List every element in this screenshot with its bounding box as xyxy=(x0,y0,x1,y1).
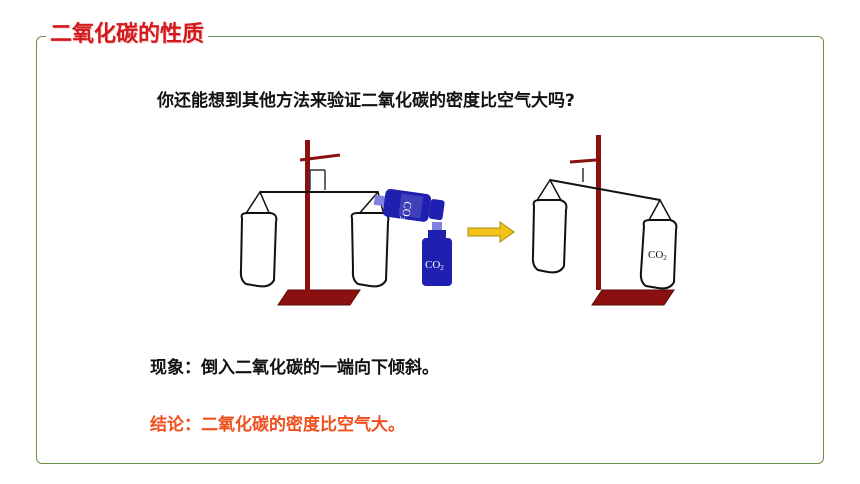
conclusion-text: 结论：二氧化碳的密度比空气大。 xyxy=(150,415,405,435)
svg-text:CO2: CO2 xyxy=(648,249,667,262)
left-balance-apparatus xyxy=(239,140,390,306)
experiment-diagram: CO2 CO2 CO2 xyxy=(239,135,678,306)
left-bag-left xyxy=(243,190,272,216)
left-stand-base xyxy=(277,289,361,306)
right-balance-beam xyxy=(549,179,661,201)
yellow-arrow-icon xyxy=(467,221,515,243)
right-stand-pole xyxy=(596,135,601,290)
left-stand-pole xyxy=(305,140,310,292)
content-frame xyxy=(36,36,824,464)
question-text: 你还能想到其他方法来验证二氧化碳的密度比空气大吗? xyxy=(157,91,575,111)
svg-text:CO2: CO2 xyxy=(398,200,414,221)
right-stand-base xyxy=(591,289,675,306)
svg-text:CO2: CO2 xyxy=(425,259,444,272)
phenomenon-text: 现象：倒入二氧化碳的一端向下倾斜。 xyxy=(150,358,439,378)
right-balance-apparatus: CO2 xyxy=(531,135,678,306)
pouring-co2-bottle: CO2 xyxy=(373,188,445,222)
standing-co2-bottle: CO2 xyxy=(422,222,452,286)
slide-title: 二氧化碳的性质 xyxy=(46,17,209,53)
